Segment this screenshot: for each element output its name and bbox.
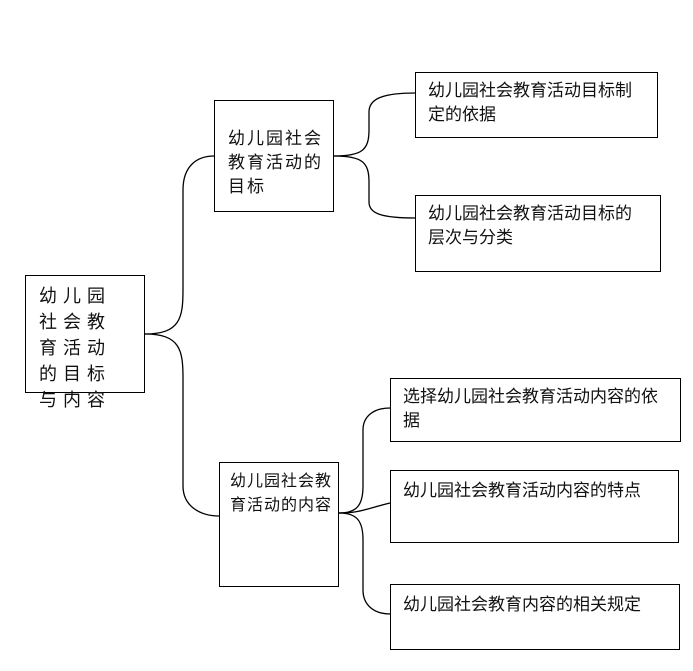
content-features-node: 幼儿园社会教育活动内容的特点 [390,470,679,543]
goal-basis-node-label: 幼儿园社会教育活动目标制定的依据 [428,81,632,125]
goal-basis-node: 幼儿园社会教育活动目标制定的依据 [415,72,658,138]
goal-levels-node-label: 幼儿园社会教育活动目标的层次与分类 [428,204,632,248]
content-node-label: 幼儿园社会教育活动的内容 [230,471,333,514]
connector-content-to-features [338,502,391,514]
goal-levels-node: 幼儿园社会教育活动目标的层次与分类 [415,195,661,272]
connector-goal-to-levels [333,155,416,219]
goal-node-label: 幼儿园社会教育活动的目标 [228,129,323,197]
content-basis-node-label: 选择幼儿园社会教育活动内容的依据 [403,387,658,431]
connector-root-to-content [144,333,220,517]
content-features-node-label: 幼儿园社会教育活动内容的特点 [403,481,641,501]
goal-node: 幼儿园社会教育活动的目标 [214,100,334,212]
content-node: 幼儿园社会教育活动的内容 [219,462,339,587]
connector-content-to-basis [338,407,391,514]
content-rules-node: 幼儿园社会教育内容的相关规定 [390,584,680,650]
root-node: 幼儿园社会教育活动的目标与内容 [25,275,145,411]
root-node-label: 幼儿园社会教育活动的目标与内容 [39,286,111,411]
connector-content-to-rules [338,512,391,615]
connector-root-to-goal [144,155,215,335]
content-basis-node: 选择幼儿园社会教育活动内容的依据 [390,378,681,442]
content-rules-node-label: 幼儿园社会教育内容的相关规定 [403,595,641,615]
connector-goal-to-basis [333,92,416,157]
